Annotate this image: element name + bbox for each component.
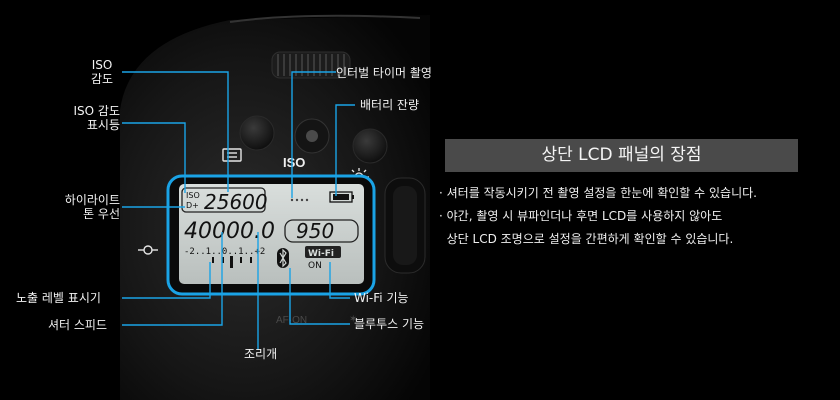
lcd-shutter: 4000 xyxy=(184,219,240,244)
callout-interval-timer: 인터벌 타이머 촬영 xyxy=(336,66,432,80)
lcd-exposure-scale: -2..1..0..1..+2 xyxy=(184,247,265,257)
lcd-wifi-badge xyxy=(305,246,341,258)
lcd-battery-icon xyxy=(329,191,354,203)
c-iso-ind-line-2: 표시등 xyxy=(86,118,120,132)
metering-icon xyxy=(138,245,158,255)
lcd-wifi-state: ON xyxy=(308,261,322,271)
leader-iso xyxy=(122,71,229,192)
lcd-screen xyxy=(179,184,364,284)
callout-bluetooth: 블루투스 기능 xyxy=(354,317,424,331)
callout-aperture: 조리개 xyxy=(244,347,277,361)
callout-aperture-text: 조리개 xyxy=(244,347,278,361)
panel-line-2: · 야간, 촬영 시 뷰파인더나 후면 LCD를 사용하지 않아도 xyxy=(439,209,723,223)
lcd-scale-ticks xyxy=(212,257,252,263)
star-mark: ✶ xyxy=(349,314,357,325)
callout-shutter-speed: 셔터 스피드 xyxy=(48,318,107,332)
af-on-mark: AF·ON xyxy=(276,315,307,326)
leader-battery xyxy=(335,104,355,196)
c-hl-line-1: 하이라이트 xyxy=(64,193,120,207)
leader-interval-timer xyxy=(291,71,336,198)
lcd-highlight-border xyxy=(166,174,376,296)
lcd-shots-box xyxy=(284,219,359,243)
lcd-d-plus: D+ xyxy=(186,201,199,210)
panel-title: 상단 LCD 패널의 장점 xyxy=(445,139,798,172)
callout-exposure-level-text: 노출 레벨 표시기 xyxy=(16,291,101,305)
c-iso-line-2: 감도 xyxy=(90,72,114,86)
leader-bluetooth xyxy=(289,268,350,325)
callout-wifi-text: Wi-Fi 기능 xyxy=(354,291,409,305)
leader-shutter-speed xyxy=(122,232,223,326)
camera-top-edge xyxy=(229,14,421,23)
callout-interval-timer-text: 인터벌 타이머 촬영 xyxy=(336,66,432,80)
callout-shutter-speed-text: 셔터 스피드 xyxy=(48,318,108,332)
callout-bluetooth-text: 블루투스 기능 xyxy=(354,317,425,331)
lcd-iso-tag: ISO xyxy=(186,191,200,200)
callout-battery: 배터리 잔량 xyxy=(360,98,419,112)
lcd-shots: 950 xyxy=(296,219,334,243)
callout-exposure-level: 노출 레벨 표시기 xyxy=(16,291,101,305)
callout-wifi: Wi-Fi 기능 xyxy=(354,291,409,305)
multi-button xyxy=(239,115,275,151)
leader-exposure-level xyxy=(122,262,211,299)
panel-line-1: · 셔터를 작동시키기 전 촬영 설정을 한눈에 확인할 수 있습니다. xyxy=(439,186,757,200)
panel-line-3: 상단 LCD 조명으로 설정을 간편하게 확인할 수 있습니다. xyxy=(439,232,734,246)
leader-wifi xyxy=(329,262,350,299)
leader-iso-indicator xyxy=(122,122,186,193)
lcd-iso-box xyxy=(181,187,266,213)
lcd-wifi-label: Wi-Fi xyxy=(308,249,334,259)
m-fn-button-inner xyxy=(306,130,318,142)
c-iso-line-1: ISO xyxy=(91,58,113,72)
callout-battery-text: 배터리 잔량 xyxy=(360,98,420,112)
iso-button-label: ISO xyxy=(283,155,305,170)
lcd-bluetooth-icon xyxy=(277,248,289,268)
lcd-exposure-marker xyxy=(230,256,233,268)
c-iso-ind-line-1: ISO 감도 xyxy=(73,104,121,118)
lcd-interval-indicator xyxy=(290,198,309,202)
iso-button xyxy=(352,128,388,164)
lcd-iso-value: 25600 xyxy=(204,190,268,214)
c-hl-line-2: 톤 우선 xyxy=(83,207,120,221)
